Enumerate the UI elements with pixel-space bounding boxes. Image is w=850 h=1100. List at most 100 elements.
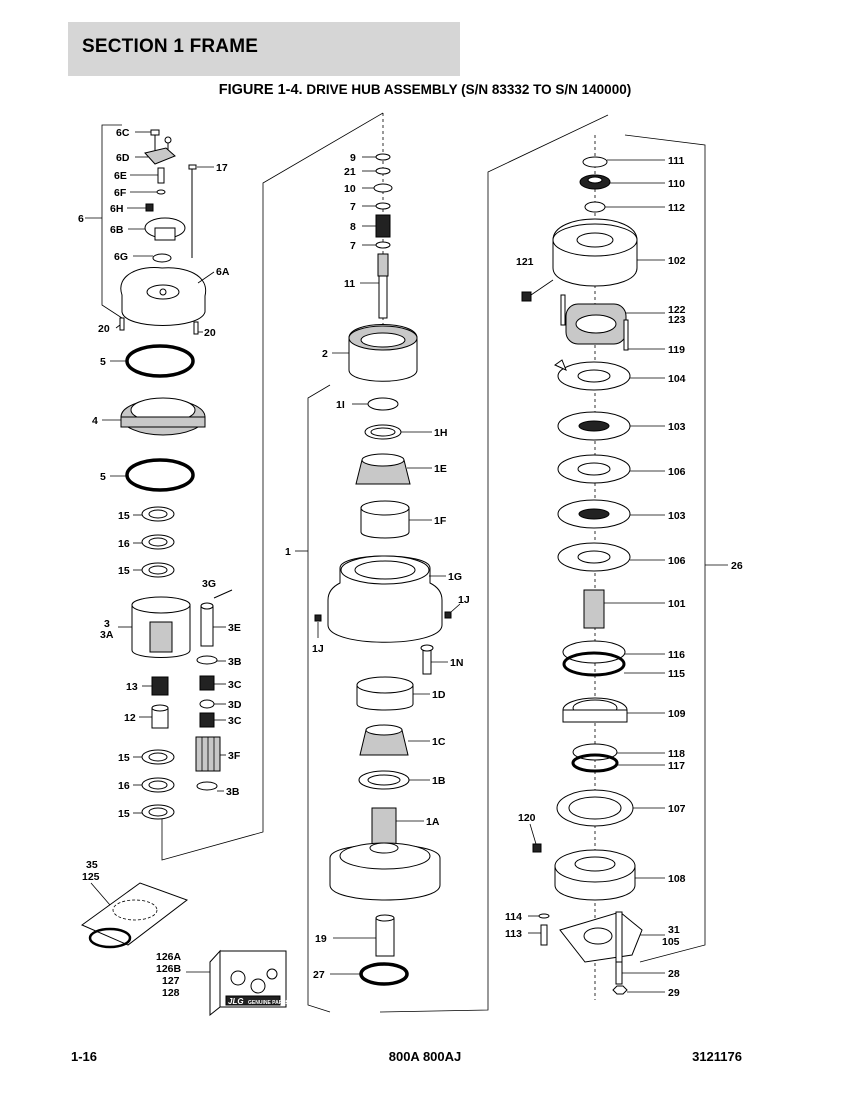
callout: 3F [228,750,241,762]
callout: 106 [668,466,686,478]
part-5-oring-top [125,344,195,378]
part-115-oring [562,651,626,677]
part-112-washer [584,201,606,213]
callout: 1C [432,736,446,748]
part-3C-bearing-b [199,712,215,728]
callout: 15 [118,565,130,577]
callout: 6E [114,170,127,182]
part-9-snap-ring [375,153,391,161]
left-column-parts [80,129,287,1017]
callout: 3E [228,622,241,634]
callout: 1B [432,775,446,787]
part-7-washer-a [375,202,391,210]
callout: 8 [350,221,356,233]
callout: 6D [116,152,130,164]
callout: 11 [344,278,355,290]
figure-number: FIGURE 1-4. [218,82,303,98]
callout: 128 [162,987,180,999]
part-113-bolt [540,924,548,946]
callout: 3B [228,656,242,668]
callout: 1 [285,546,291,558]
part-114-washer [538,913,550,919]
callout: 127 [162,975,180,987]
section-banner: SECTION 1 FRAME [68,22,460,76]
callout: 1J [458,594,470,606]
part-21-washer [375,167,391,175]
part-117-oring [571,753,619,773]
part-120-bolt [532,843,542,853]
callout: 1N [450,657,463,669]
callout: 117 [668,760,685,772]
callout: 12 [124,712,136,724]
part-6F-washer [156,189,166,195]
callout: 115 [668,668,685,680]
callout: 27 [313,969,325,981]
callout: 1J [312,643,324,655]
callout: 120 [518,812,536,824]
callout: 111 [668,155,685,167]
callout: 20 [204,327,216,339]
kit-box-logo: JLG [228,997,244,1006]
callout: 15 [118,808,130,820]
figure-caption: DRIVE HUB ASSEMBLY (S/N 83332 TO S/N 140… [306,82,632,97]
callout: 13 [126,681,138,693]
callout: 7 [350,240,356,252]
callout: 1A [426,816,440,828]
callout: 10 [344,183,356,195]
callout: 5 [100,356,106,368]
part-8-spring [375,214,391,238]
part-6D-clip [144,147,176,165]
callout: 31 [668,924,680,936]
callout: 16 [118,538,130,550]
part-28-rod [615,961,623,985]
callout: 28 [668,968,680,980]
part-27-oring [359,962,409,986]
callout: 119 [668,344,685,356]
callout: 110 [668,178,685,190]
callout: 5 [100,471,106,483]
part-1N-stud [422,647,432,675]
callout: 6C [116,127,130,139]
callout: 114 [505,911,522,923]
part-17-bolt [188,164,197,170]
callout: 1D [432,689,446,701]
callout: 6G [114,251,128,263]
callout: 112 [668,202,685,214]
part-6C-bolt [150,129,160,136]
callout: 15 [118,510,130,522]
part-31-stud [615,911,623,963]
callout: 123 [668,314,686,326]
part-35-seal-kit [80,882,189,946]
callout: 126B [156,963,182,975]
callout: 3G [202,578,216,590]
part-101-shaft [583,589,605,629]
part-3G-pin [213,589,233,599]
callout: 35 [86,859,98,871]
callout: 122 [668,304,686,316]
callout: 101 [668,598,686,610]
part-6G-oring [152,253,172,263]
callout: 15 [118,752,130,764]
callout: 102 [668,255,686,267]
part-13-gear [151,676,169,696]
figure-title: FIGURE 1-4. DRIVE HUB ASSEMBLY (S/N 8333… [0,82,850,98]
callout: 1E [434,463,447,475]
callout: 29 [668,987,680,999]
part-1I-snap-ring [367,397,399,411]
part-11-input-shaft [377,253,389,277]
footer-model: 800A 800AJ [388,1049,462,1064]
callout: 6B [110,224,124,236]
center-column-parts [314,153,452,986]
callout: 1G [448,571,462,583]
callout: 121 [516,256,534,268]
callout: 105 [662,936,680,948]
part-10-spacer [373,183,393,193]
footer-doc-number: 3121176 [692,1049,742,1064]
callout: 126A [156,951,182,963]
callout: 21 [344,166,356,178]
part-3C-bearing-a [199,675,215,691]
callout: 1I [336,399,345,411]
part-3B-washer-b [196,781,218,791]
part-122-springs [565,303,627,345]
